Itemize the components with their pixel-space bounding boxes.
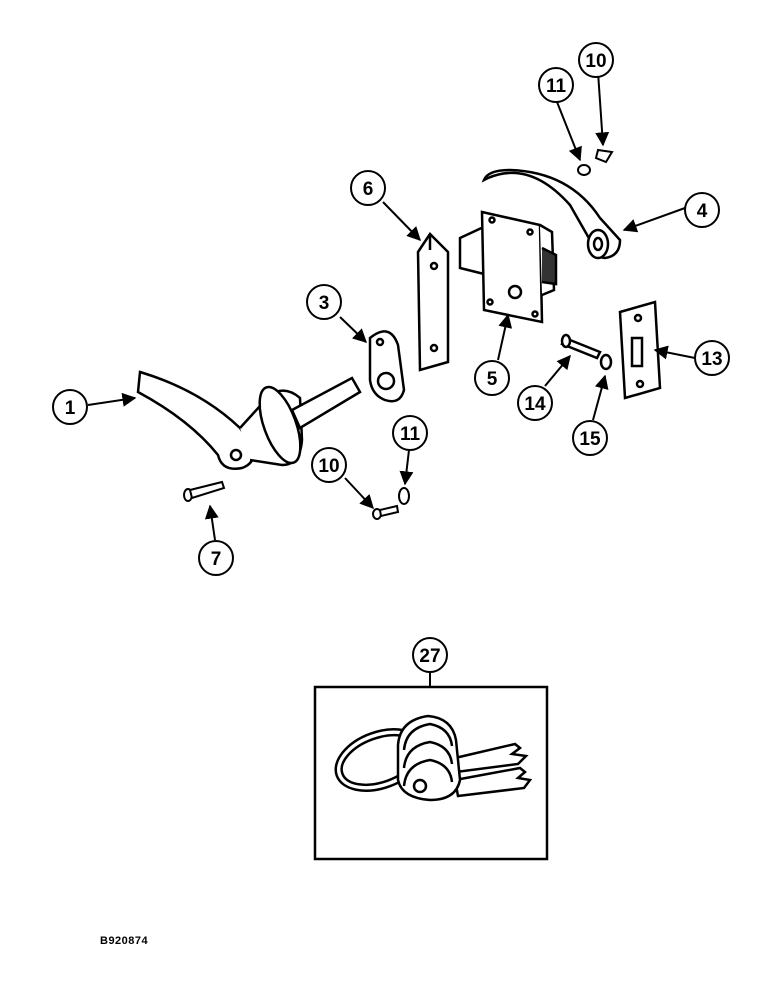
keys-panel [313,685,549,861]
svg-text:14: 14 [524,394,546,415]
callout-14: 14 [517,385,553,421]
svg-text:27: 27 [419,646,440,667]
callout-10-upper: 10 [578,42,614,78]
callout-27: 27 [412,637,448,673]
figure-id-label: B920874 [100,935,149,947]
callout-11-upper: 11 [538,67,574,103]
screw-part-10-lower [372,504,400,520]
pin-part [560,333,602,360]
svg-text:10: 10 [318,456,339,477]
callout-7: 7 [198,540,234,576]
screw-part-7 [183,480,226,502]
screw-part-10-upper [594,148,614,164]
svg-text:5: 5 [487,369,498,390]
callout-11-lower: 11 [392,415,428,451]
callout-6: 6 [350,170,386,206]
gasket-part [368,330,406,403]
inside-lever-part [481,168,622,260]
washer-part-15 [599,353,613,371]
washer-part-11-lower [398,487,410,505]
callout-3: 3 [306,284,342,320]
leader-lines [87,71,696,686]
strike-plate-part [618,300,662,400]
svg-text:6: 6 [363,179,374,200]
callout-5: 5 [474,360,510,396]
mounting-plate-part [416,232,450,372]
svg-text:10: 10 [585,51,606,72]
svg-text:7: 7 [211,549,222,570]
callout-13: 13 [694,340,730,376]
callout-4: 4 [684,192,720,228]
washer-part-11-upper [577,164,591,176]
svg-text:13: 13 [701,349,722,370]
svg-text:15: 15 [579,429,601,450]
svg-text:11: 11 [400,424,421,445]
callout-15: 15 [572,420,608,456]
svg-text:11: 11 [546,76,567,97]
svg-text:3: 3 [319,293,330,314]
outside-handle-part [136,370,362,470]
callout-10-lower: 10 [311,447,347,483]
lock-body-part [458,210,558,324]
keys-icon [396,714,533,802]
svg-text:4: 4 [697,201,708,222]
callout-1: 1 [52,389,88,425]
svg-text:1: 1 [65,398,76,419]
